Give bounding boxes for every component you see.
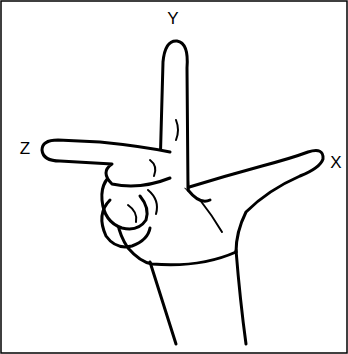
axis-label: Z — [20, 140, 30, 157]
skin-creases — [150, 120, 222, 232]
axis-label: X — [330, 154, 341, 171]
little-finger — [102, 200, 150, 247]
axis-label: Y — [167, 10, 178, 27]
middle-finger — [42, 140, 170, 186]
finger-creases — [128, 190, 157, 222]
